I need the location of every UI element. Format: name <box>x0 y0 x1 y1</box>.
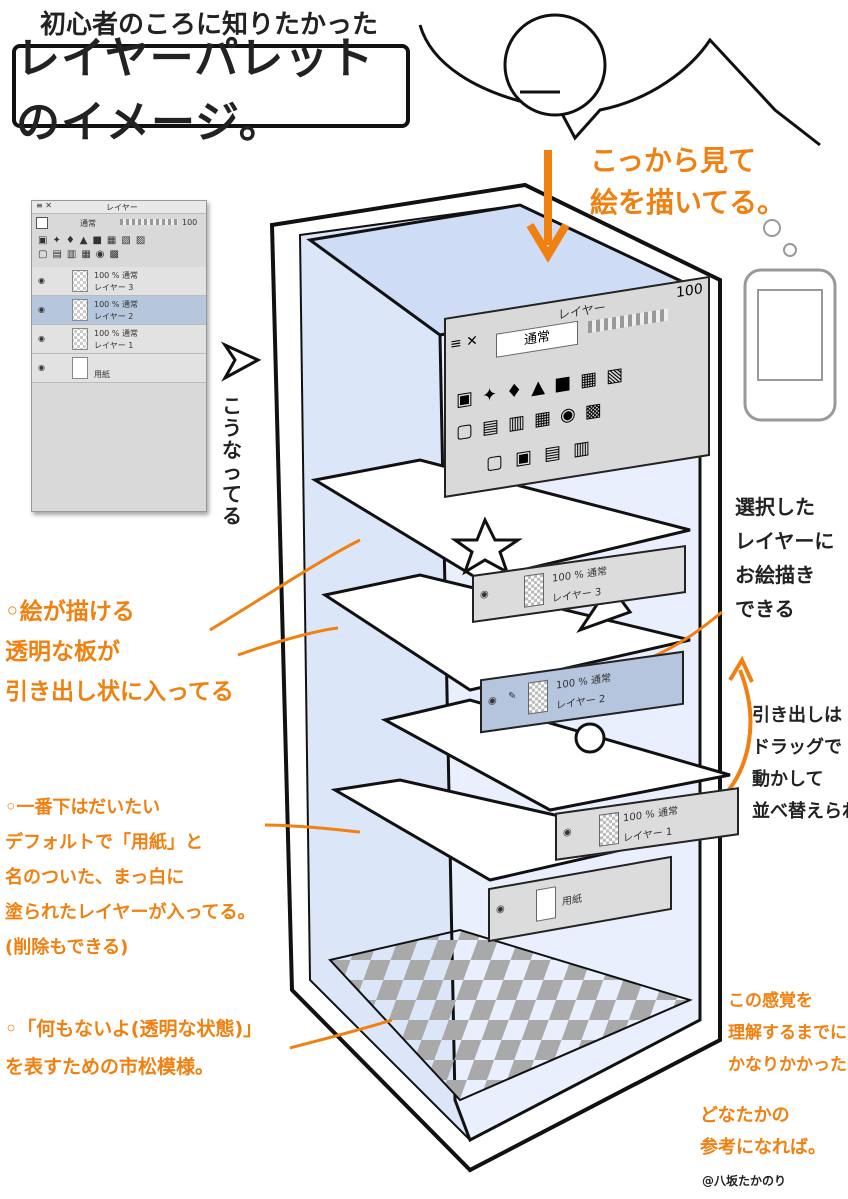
credit: @八坂たかのり <box>702 1174 787 1188</box>
big-blend-select[interactable]: 通常 <box>496 320 578 358</box>
thought-canvas <box>757 289 823 381</box>
mini-blend-select[interactable]: 通常 <box>80 219 96 228</box>
drawer-2-plate <box>321 573 691 692</box>
layer-name: レイヤー 1 <box>94 341 134 350</box>
feeling-note: この感覚を 理解するまでに かなりかかった… <box>728 991 848 1075</box>
layer-thumbnail <box>536 886 556 922</box>
mini-layer-2[interactable]: ◉ 100 % 通常 レイヤー 2 <box>32 296 206 325</box>
mini-toolbar-icons-2[interactable]: ▢▤▥▦◉▩ <box>38 249 124 260</box>
checker-note: ◦「何もないよ(透明な状態)」 を表すための市松模様。 <box>5 1018 263 1078</box>
flower-drawing <box>574 722 606 754</box>
mini-opacity-slider[interactable] <box>120 219 178 225</box>
speech-bubble-outline <box>418 24 821 147</box>
layer-thumbnail <box>72 299 88 321</box>
checker-pointer <box>289 1018 393 1050</box>
checker-floor <box>328 928 693 1102</box>
mini-toolbar-icons[interactable]: ▣✦♦▲■▦▧▨ <box>38 235 151 246</box>
drawer-3-plate <box>310 458 691 582</box>
layer-blend-text: 100 % 通常 <box>94 329 138 338</box>
plates-pointer-2 <box>237 626 339 657</box>
layer-blend-text: 100 % 通常 <box>623 805 678 825</box>
eye-icon[interactable]: ◉ <box>38 276 45 285</box>
layer-blend-text: 100 % 通常 <box>552 566 607 585</box>
big-close-icon[interactable]: ≡ ✕ <box>450 332 478 354</box>
eye-icon[interactable]: ◉ <box>38 305 45 314</box>
view-arrowhead <box>526 222 570 263</box>
paper-pointer <box>264 823 361 834</box>
layer-thumbnail <box>528 679 548 715</box>
reference-note: どなたかの 参考になれば。 <box>700 1105 826 1158</box>
drag-note: 引き出しは ドラッグで 動かして 並べ替えられる <box>752 705 848 822</box>
becomes-note: こうなってる <box>222 394 242 528</box>
thought-bubble <box>743 268 837 422</box>
layer-name: レイヤー 3 <box>94 283 134 292</box>
mini-layer-palette: ≡ ✕ レイヤー 通常 100 ▣✦♦▲■▦▧▨ ▢▤▥▦◉▩ ◉ 100 % … <box>31 200 207 512</box>
layer-name: レイヤー 3 <box>552 586 602 605</box>
layer-thumbnail <box>72 328 88 350</box>
drag-arrow <box>718 669 753 802</box>
head-icon <box>503 13 607 117</box>
layer-name: 用紙 <box>562 893 582 909</box>
layer-thumbnail <box>72 270 88 292</box>
mini-title: レイヤー <box>106 203 138 212</box>
eye-icon[interactable]: ◉ <box>38 363 45 372</box>
star-drawing <box>450 516 523 576</box>
layer-name: レイヤー 1 <box>623 826 673 845</box>
eye-icon[interactable]: ◉ <box>563 826 572 839</box>
layer-name: 用紙 <box>94 370 110 379</box>
header-subtitle: 初心者のころに知りたかった <box>40 10 379 40</box>
layer-blend-text: 100 % 通常 <box>94 300 138 309</box>
layer-thumbnail <box>524 572 544 608</box>
big-opacity-value[interactable]: 100 <box>676 281 703 302</box>
drag-arrowhead <box>728 655 754 683</box>
paper-note: ◦一番下はだいたい デフォルトで「用紙」と 名のついた、まっ白に 塗られたレイヤ… <box>5 797 256 958</box>
layer-name: レイヤー 2 <box>556 693 606 712</box>
layer-blend-text: 100 % 通常 <box>94 271 138 280</box>
mini-color-swatch[interactable] <box>36 217 48 229</box>
thought-dot-1 <box>763 219 781 237</box>
layer-name: レイヤー 2 <box>94 312 134 321</box>
big-toolbar-icons-3[interactable]: ▢▣▤▥ <box>486 434 603 475</box>
eye-icon[interactable]: ◉ <box>488 694 497 708</box>
selected-note: 選択した レイヤーに お絵描き できる <box>735 495 835 621</box>
mini-close-icon[interactable]: ≡ ✕ <box>36 201 52 210</box>
viewer-note: こっから見て 絵を描いてる。 <box>590 144 786 219</box>
layer-thumbnail <box>72 357 88 379</box>
layer-blend-text: 100 % 通常 <box>556 672 611 692</box>
plates-pointer-1 <box>209 538 361 632</box>
mini-layer-3[interactable]: ◉ 100 % 通常 レイヤー 3 <box>32 267 206 296</box>
becomes-arrow <box>220 341 262 382</box>
mini-titlebar: ≡ ✕ レイヤー <box>32 201 206 214</box>
pen-icon: ✎ <box>508 690 517 703</box>
plates-note: ◦絵が描ける 透明な板が 引き出し状に入ってる <box>5 599 234 705</box>
eye-icon[interactable]: ◉ <box>38 334 45 343</box>
drawer-1-plate <box>380 698 731 812</box>
mini-controls: 通常 100 <box>36 217 202 231</box>
eye-icon[interactable]: ◉ <box>496 903 505 916</box>
mini-layer-1[interactable]: ◉ 100 % 通常 レイヤー 1 <box>32 325 206 354</box>
thought-dot-2 <box>783 243 797 257</box>
mini-layer-paper[interactable]: ◉ 用紙 <box>32 354 206 383</box>
mini-opacity-value[interactable]: 100 <box>182 218 198 227</box>
eye-icon[interactable]: ◉ <box>480 588 489 601</box>
layer-thumbnail <box>599 811 619 847</box>
